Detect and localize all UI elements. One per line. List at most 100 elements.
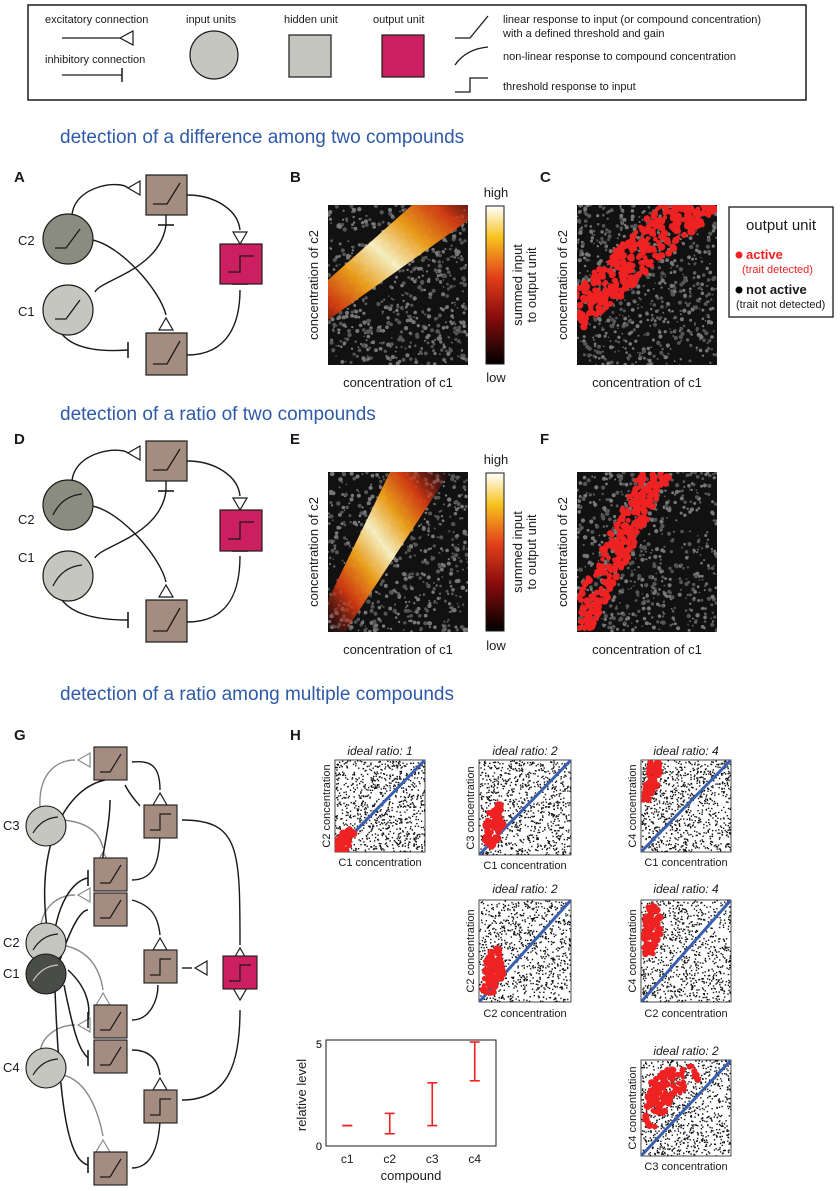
- noise-dot: [603, 357, 607, 361]
- noise-dot: [376, 600, 380, 604]
- noise-dot: [598, 357, 601, 360]
- noise-dot: [712, 330, 715, 333]
- scatter-point: [388, 804, 390, 806]
- noise-dot: [653, 242, 657, 247]
- noise-dot: [695, 327, 699, 331]
- scatter-point: [389, 787, 392, 789]
- noise-dot: [686, 566, 690, 569]
- noise-dot: [630, 569, 633, 572]
- scatter-point: [389, 819, 391, 822]
- noise-dot: [456, 329, 461, 334]
- scatter-point: [479, 785, 482, 788]
- scatter-point: [381, 795, 384, 797]
- active-point: [585, 575, 591, 581]
- noise-dot: [634, 516, 637, 519]
- scatter-point: [556, 832, 558, 834]
- noise-dot: [418, 576, 422, 580]
- hidden-unit: [93, 1151, 128, 1186]
- noise-dot: [578, 523, 582, 527]
- scatter-point: [374, 803, 376, 805]
- noise-dot: [715, 519, 717, 522]
- noise-dot: [362, 358, 366, 362]
- scatter-point: [413, 783, 416, 785]
- noise-dot: [378, 476, 381, 479]
- scatter-point: [412, 785, 414, 787]
- h-plot-1-xlabel: C1 concentration: [338, 857, 421, 869]
- noise-dot: [367, 630, 372, 632]
- scatter-point: [355, 762, 357, 765]
- scatter-point: [337, 805, 339, 807]
- noise-dot: [597, 316, 602, 321]
- scatter-point: [490, 780, 492, 782]
- scatter-point: [483, 844, 485, 847]
- scatter-point: [410, 822, 413, 824]
- noise-dot: [463, 540, 467, 545]
- noise-dot: [616, 612, 620, 616]
- scatter-point: [398, 845, 400, 848]
- noise-dot: [653, 322, 657, 327]
- scatter-point: [570, 770, 571, 772]
- noise-dot: [447, 558, 450, 561]
- scatter-point: [371, 834, 374, 836]
- active-point: [593, 311, 600, 318]
- scatter-point: [542, 830, 544, 832]
- noise-dot: [423, 256, 427, 260]
- noise-dot: [401, 206, 404, 209]
- noise-dot: [659, 558, 662, 561]
- noise-dot: [361, 224, 365, 228]
- noise-dot: [608, 315, 612, 319]
- noise-dot: [683, 542, 686, 546]
- noise-dot: [694, 323, 696, 326]
- noise-dot: [584, 224, 588, 228]
- input-unit-icon: [189, 30, 239, 80]
- active-point: [619, 289, 625, 295]
- noise-dot: [334, 550, 339, 555]
- noise-dot: [707, 315, 710, 319]
- noise-dot: [466, 567, 468, 569]
- noise-dot: [451, 588, 455, 592]
- noise-dot: [394, 281, 397, 284]
- noise-dot: [622, 218, 627, 222]
- scatter-point: [520, 840, 522, 843]
- noise-dot: [407, 314, 412, 319]
- scatter-point: [489, 778, 491, 781]
- noise-dot: [577, 240, 580, 244]
- scatter-point: [399, 818, 401, 820]
- scatter-point: [557, 807, 559, 809]
- scatter-point: [402, 830, 404, 832]
- noise-dot: [704, 534, 708, 537]
- noise-dot: [673, 606, 676, 610]
- scatter-point: [399, 777, 401, 779]
- noise-dot: [430, 328, 434, 333]
- scatter-point: [417, 789, 420, 791]
- noise-dot: [373, 205, 376, 208]
- scatter-point: [399, 832, 402, 834]
- active-point: [604, 553, 609, 559]
- scatter-point: [555, 852, 557, 854]
- noise-dot: [712, 564, 715, 567]
- noise-dot: [383, 349, 387, 353]
- noise-dot: [331, 348, 336, 353]
- scatter-point: [364, 807, 367, 809]
- noise-dot: [648, 533, 651, 536]
- scatter-point: [379, 845, 382, 848]
- noise-dot: [673, 622, 677, 626]
- scatter-point: [343, 796, 345, 799]
- noise-dot: [409, 619, 413, 623]
- scatter-point: [482, 810, 485, 812]
- noise-dot: [682, 566, 685, 570]
- noise-dot: [625, 318, 627, 320]
- noise-dot: [368, 485, 373, 490]
- noise-dot: [679, 358, 682, 361]
- scatter-point: [357, 848, 360, 850]
- noise-dot: [361, 506, 364, 509]
- scatter-point: [343, 763, 346, 765]
- noise-dot: [428, 511, 433, 516]
- scatter-point: [375, 822, 378, 824]
- noise-dot: [394, 318, 398, 322]
- noise-dot: [675, 519, 678, 522]
- noise-dot: [651, 314, 654, 317]
- noise-dot: [587, 353, 592, 358]
- noise-dot: [577, 210, 582, 214]
- scatter-point: [406, 818, 408, 820]
